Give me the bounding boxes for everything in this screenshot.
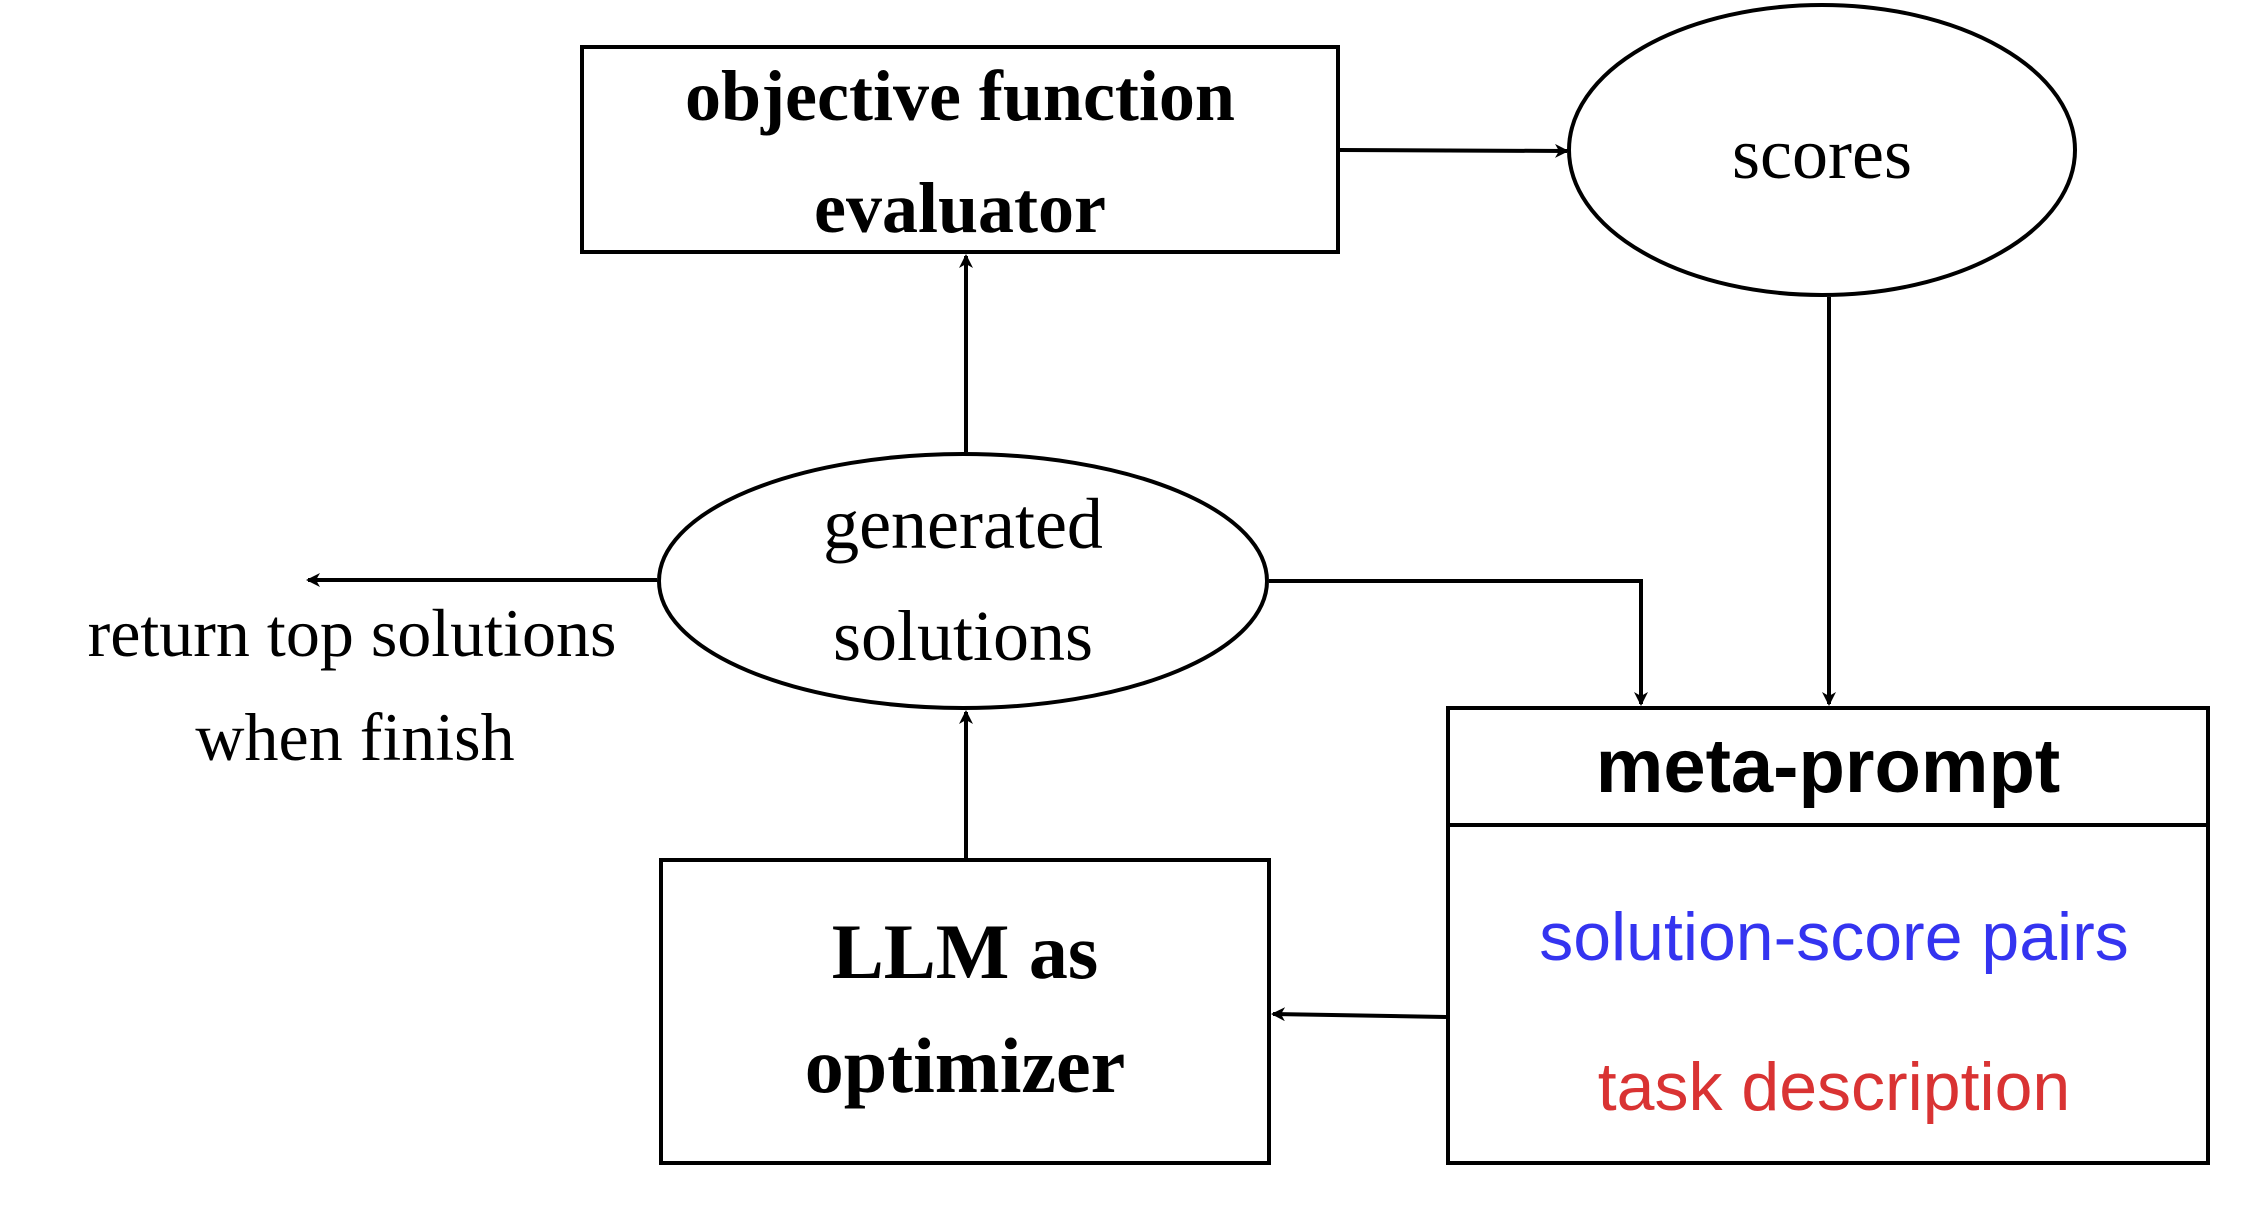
return-note-line2: when finish: [195, 699, 514, 775]
evaluator-label-line2: evaluator: [814, 168, 1106, 248]
llm-optimizer-label-line1: LLM as: [832, 908, 1099, 995]
meta-prompt-node: meta-prompt solution-score pairs task de…: [1446, 706, 2210, 1165]
arrow-evaluator-to-scores: [1339, 143, 1569, 158]
evaluator-node: objective function evaluator: [580, 45, 1340, 254]
arrow-meta-prompt-to-llm: [1271, 1007, 1447, 1022]
generated-solutions-node: generated solutions: [657, 452, 1269, 710]
scores-label: scores: [1732, 114, 1912, 194]
generated-solutions-ellipse: [657, 452, 1269, 710]
arrow-generated-to-meta-prompt: [1269, 579, 1648, 706]
meta-prompt-box: [1446, 706, 2210, 1165]
evaluator-box: [580, 45, 1340, 254]
llm-optimizer-label-line2: optimizer: [805, 1022, 1126, 1109]
llm-optimizer-box: [659, 858, 1271, 1165]
generated-solutions-label-line2: solutions: [833, 596, 1093, 676]
arrows: [306, 143, 1836, 1022]
return-note-line1: return top solutions: [88, 595, 617, 671]
llm-optimizer-node: LLM as optimizer: [659, 858, 1271, 1165]
task-description-label: task description: [1598, 1049, 2070, 1125]
meta-prompt-title: meta-prompt: [1596, 724, 2060, 809]
generated-solutions-label-line1: generated: [823, 484, 1103, 564]
return-note: return top solutions when finish: [88, 595, 617, 775]
scores-node: scores: [1567, 3, 2077, 297]
scores-ellipse: [1567, 3, 2077, 297]
solution-score-pairs-label: solution-score pairs: [1539, 899, 2129, 975]
evaluator-label-line1: objective function: [685, 56, 1235, 136]
